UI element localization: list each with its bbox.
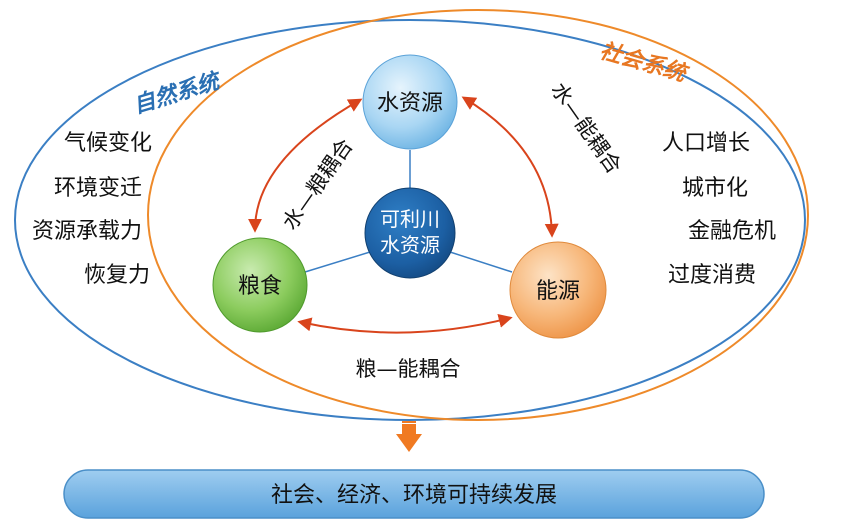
- social-item-population-growth: 人口增长: [662, 131, 750, 156]
- coupling-label-water-food: 水—粮耦合: [278, 134, 358, 234]
- arrow-water-energy: [461, 96, 559, 238]
- natural-item-resilience: 恢复力: [84, 263, 150, 288]
- natural-item-environment-change: 环境变迁: [54, 176, 142, 201]
- energy-node: [509, 241, 607, 339]
- natural-system-ellipse: [14, 19, 806, 421]
- social-system-title: 社会系统: [597, 38, 693, 88]
- water-node-label: 水资源: [377, 91, 443, 116]
- food-node-label: 粮食: [238, 274, 282, 299]
- coupling-label-food-energy: 粮—能耦合: [356, 357, 461, 381]
- social-system-ellipse: [147, 9, 809, 421]
- natural-item-carrying-capacity: 资源承载力: [32, 219, 142, 244]
- natural-item-climate-change: 气候变化: [64, 131, 152, 156]
- social-item-overconsumption: 过度消费: [668, 263, 756, 288]
- water-node: [362, 54, 458, 150]
- link-center-energy: [449, 251, 513, 273]
- arrow-water-food: [248, 98, 363, 233]
- natural-system-title: 自然系统: [130, 67, 226, 119]
- sustainability-banner: [63, 469, 765, 519]
- center-node-label-line1: 可利川: [380, 207, 440, 231]
- down-arrow-icon: [396, 421, 422, 452]
- link-center-food: [304, 251, 371, 273]
- arrow-food-energy: [297, 314, 513, 334]
- food-node: [212, 237, 308, 333]
- social-item-financial-crisis: 金融危机: [688, 219, 776, 244]
- coupling-label-water-energy: 水—能耦合: [546, 78, 626, 178]
- center-node: [364, 187, 456, 279]
- social-item-urbanization: 城市化: [682, 176, 748, 201]
- energy-node-label: 能源: [536, 279, 580, 304]
- sustainability-banner-label: 社会、经济、环境可持续发展: [271, 483, 557, 508]
- center-node-label-line2: 水资源: [380, 233, 440, 257]
